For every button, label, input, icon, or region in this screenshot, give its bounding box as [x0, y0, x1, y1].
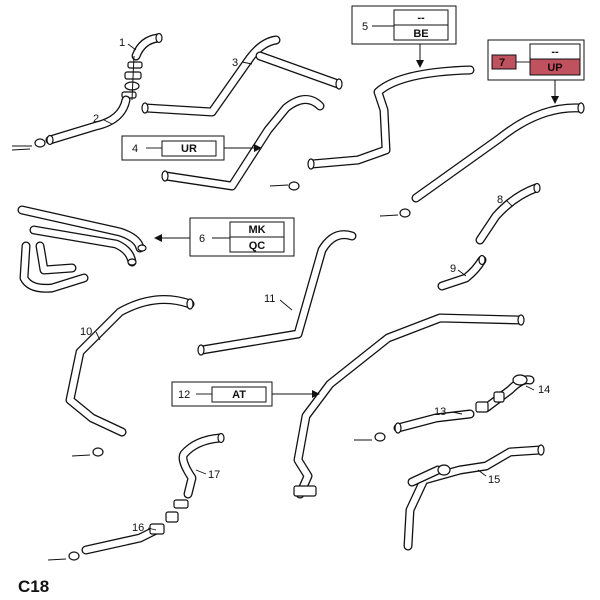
clamp-7: [379, 208, 411, 218]
hose-part-7[interactable]: [411, 102, 585, 203]
part-label-11: 11: [264, 293, 275, 305]
hose-part-16[interactable]: [81, 499, 189, 555]
callout-6-code-2: QC: [249, 240, 266, 252]
hose-part-1[interactable]: [131, 32, 163, 61]
part-label-3: 3: [232, 57, 238, 69]
callout-7[interactable]: 7 -- UP: [487, 39, 585, 104]
callout-12-arrow-icon: [312, 390, 320, 398]
callout-6[interactable]: 6 MK QC: [154, 217, 295, 257]
clamp-13: [354, 432, 386, 442]
hose-part-5[interactable]: [307, 65, 475, 170]
callout-12-code-1: AT: [232, 389, 246, 401]
hose-part-12[interactable]: [293, 313, 525, 499]
part-label-10: 10: [80, 326, 92, 338]
hose-part-10[interactable]: [65, 295, 195, 437]
callout-12-number: 12: [178, 389, 190, 401]
hose-part-17[interactable]: [178, 432, 225, 499]
hose-part-11[interactable]: [197, 230, 357, 356]
hose-part-2[interactable]: [45, 95, 131, 146]
callout-7-code-1: --: [551, 46, 559, 58]
part-label-9: 9: [450, 263, 456, 275]
part-label-17: 17: [208, 469, 220, 481]
clamp-2: [11, 138, 46, 151]
hose-part-13[interactable]: [393, 409, 475, 434]
clamp-5: [269, 181, 300, 191]
leader-lines: [95, 43, 535, 531]
callout-4[interactable]: 4 UR: [121, 135, 262, 161]
callout-5-arrow-icon: [416, 60, 424, 68]
callout-4-code-1: UR: [181, 143, 197, 155]
callout-6-code-1: MK: [248, 224, 265, 236]
callout-6-number: 6: [199, 233, 205, 245]
hose-part-9[interactable]: [437, 254, 487, 291]
figure-label: C18: [18, 577, 49, 596]
part-label-1: 1: [119, 37, 125, 49]
callout-7-arrow-icon: [551, 96, 559, 104]
callout-5-code-2: BE: [413, 28, 428, 40]
part-label-16: 16: [132, 522, 144, 534]
callout-12[interactable]: 12 AT: [171, 381, 320, 407]
clamp-16: [47, 551, 80, 561]
hose-part-6[interactable]: [17, 205, 147, 293]
hose-part-15[interactable]: [403, 444, 545, 551]
callout-6-arrow-icon: [154, 234, 162, 242]
callout-5-code-1: --: [417, 12, 425, 24]
connector-stack-1: [121, 55, 143, 101]
part-label-13: 13: [434, 406, 446, 418]
hose-part-4[interactable]: [161, 95, 325, 191]
part-label-8: 8: [497, 194, 503, 206]
clamp-10: [71, 447, 104, 457]
hose-part-8[interactable]: [475, 182, 541, 245]
part-label-2: 2: [93, 113, 99, 125]
callout-5-number: 5: [362, 21, 368, 33]
part-label-14: 14: [538, 384, 550, 396]
callout-7-code-2: UP: [547, 62, 562, 74]
callout-4-number: 4: [132, 143, 138, 155]
hose-part-3[interactable]: [141, 35, 343, 117]
callout-5[interactable]: 5 -- BE: [351, 5, 457, 68]
part-label-15: 15: [488, 474, 500, 486]
callout-4-arrow-icon: [254, 144, 262, 152]
hose-part-14[interactable]: [475, 374, 535, 413]
callout-7-number: 7: [499, 57, 505, 69]
